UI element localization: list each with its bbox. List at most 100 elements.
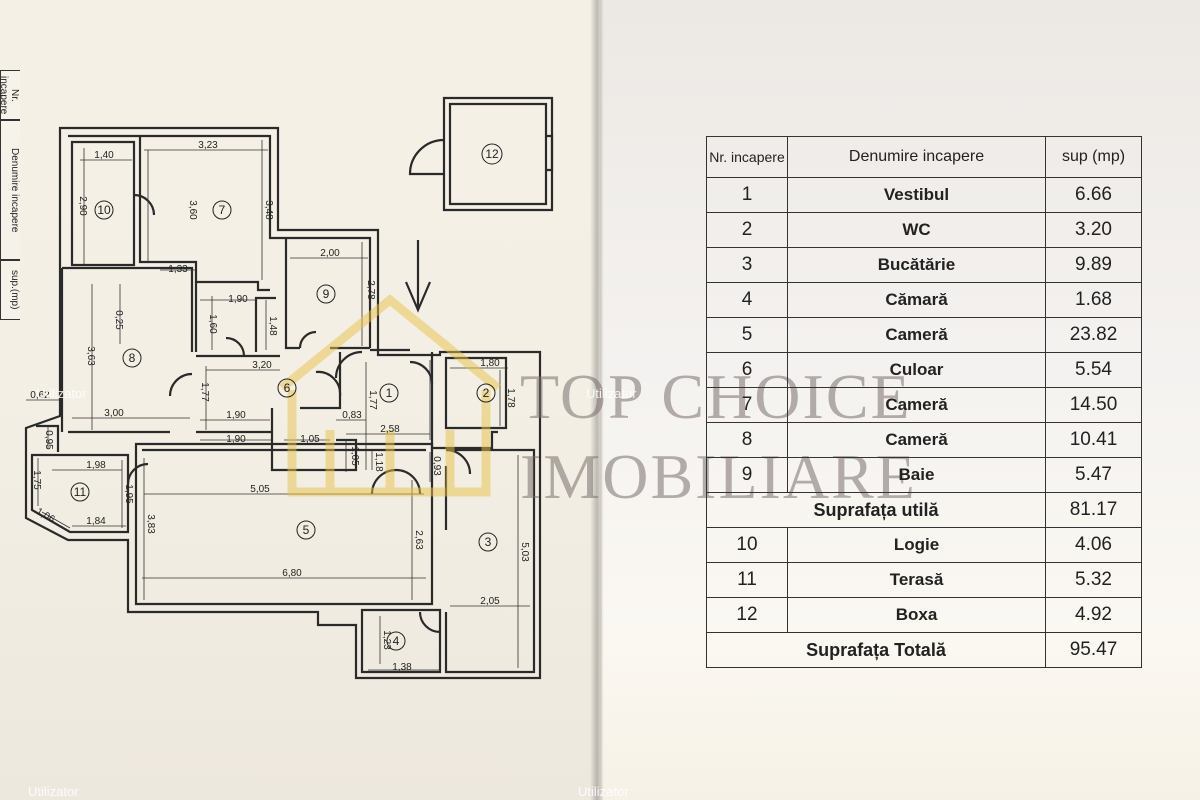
mini-header-area: sup.(mp) — [0, 260, 20, 320]
dimension-label: 1,38 — [392, 662, 412, 673]
dimension-label: 3,83 — [145, 514, 156, 534]
row-area: 10.41 — [1045, 422, 1142, 458]
row-area: 4.06 — [1045, 527, 1142, 563]
header-name: Denumire incapere — [787, 136, 1046, 178]
dimension-label: 5,05 — [250, 484, 270, 495]
room-area-table: Nr. incapere Denumire incapere sup (mp) … — [706, 136, 1142, 668]
table-header-row: Nr. incapere Denumire incapere sup (mp) — [706, 136, 1142, 178]
dimension-label: 1,23 — [381, 630, 392, 650]
subtotal-area: 81.17 — [1045, 492, 1142, 528]
row-nr: 4 — [706, 282, 788, 318]
dimension-label: 2,63 — [413, 530, 424, 550]
mini-table-header: Nr. incapere Denumire incapere sup.(mp) — [0, 70, 22, 320]
row-nr: 11 — [706, 562, 788, 598]
row-name: Culoar — [787, 352, 1046, 388]
room-number-label: 7 — [219, 203, 226, 217]
row-area: 3.20 — [1045, 212, 1142, 248]
row-nr: 5 — [706, 317, 788, 353]
room-number-label: 6 — [284, 381, 291, 395]
dimension-label: 3,23 — [198, 140, 218, 151]
room-number-label: 8 — [129, 351, 136, 365]
page-fold — [590, 0, 604, 800]
room-number-label: 12 — [485, 147, 499, 161]
subtotal-label: Suprafața utilă — [706, 492, 1046, 528]
dimension-label: 1,48 — [267, 316, 278, 336]
room-number-label: 3 — [485, 535, 492, 549]
row-area: 5.54 — [1045, 352, 1142, 388]
dimension-label: 1,75 — [31, 470, 42, 490]
logo-house-icon — [279, 294, 501, 497]
row-area: 9.89 — [1045, 247, 1142, 283]
watermark-user-label: Utilizator — [28, 784, 79, 799]
row-area: 4.92 — [1045, 597, 1142, 633]
dimension-label: 3,48 — [263, 200, 274, 220]
row-area: 6.66 — [1045, 177, 1142, 213]
dimension-label: 3,60 — [187, 200, 198, 220]
room-number-label: 9 — [323, 287, 330, 301]
dimension-label: 2,58 — [380, 424, 400, 435]
dimension-label: 2,05 — [480, 596, 500, 607]
row-name: Cămară — [787, 282, 1046, 318]
watermark-user-label: Utilizator — [36, 386, 87, 401]
row-nr: 2 — [706, 212, 788, 248]
total-row: Suprafața Totală 95.47 — [706, 632, 1142, 668]
dimension-label: 0,93 — [431, 456, 442, 476]
dimension-label: 3,20 — [252, 360, 272, 371]
header-nr: Nr. incapere — [706, 136, 788, 178]
dimension-label: 1,78 — [505, 388, 516, 408]
row-nr: 10 — [706, 527, 788, 563]
dimension-label: 1,80 — [480, 358, 500, 369]
row-name: Cameră — [787, 422, 1046, 458]
row-name: Boxa — [787, 597, 1046, 633]
dimension-label: 1,05 — [300, 434, 320, 445]
row-nr: 7 — [706, 387, 788, 423]
row-name: Cameră — [787, 387, 1046, 423]
total-label: Suprafața Totală — [706, 632, 1046, 668]
dimension-label: 1,95 — [123, 484, 134, 504]
row-area: 5.32 — [1045, 562, 1142, 598]
dimension-label: 1,33 — [168, 264, 188, 275]
room-number-label: 1 — [386, 386, 393, 400]
header-area: sup (mp) — [1045, 136, 1142, 178]
row-area: 1.68 — [1045, 282, 1142, 318]
dimension-label: 1,90 — [228, 294, 248, 305]
dimension-label: 1,84 — [86, 516, 106, 527]
row-nr: 6 — [706, 352, 788, 388]
dimension-label: 0,95 — [43, 430, 54, 450]
dimension-label: 1,90 — [226, 410, 246, 421]
total-area: 95.47 — [1045, 632, 1142, 668]
dimension-label: 1,05 — [349, 446, 360, 466]
row-area: 5.47 — [1045, 457, 1142, 493]
row-name: Bucătărie — [787, 247, 1046, 283]
watermark-user-label: Utilizator — [578, 784, 629, 799]
room-number-label: 4 — [393, 634, 400, 648]
row-name: Terasă — [787, 562, 1046, 598]
dimension-label: 6,80 — [282, 568, 302, 579]
subtotal-row: Suprafața utilă 81.17 — [706, 492, 1142, 528]
room-number-label: 11 — [74, 485, 87, 499]
dimension-label: 2,78 — [365, 280, 376, 300]
row-nr: 3 — [706, 247, 788, 283]
row-name: Logie — [787, 527, 1046, 563]
dimension-label: 1,60 — [207, 314, 218, 334]
dimension-label: 0,25 — [113, 310, 124, 330]
row-name: Vestibul — [787, 177, 1046, 213]
mini-header-nr: Nr. incapere — [0, 70, 20, 120]
mini-header-name: Denumire incapere — [0, 120, 20, 260]
dimension-label: 1,90 — [226, 434, 246, 445]
dimension-label: 3,00 — [104, 408, 124, 419]
room-number-label: 2 — [483, 386, 490, 400]
room-number-label: 10 — [97, 203, 111, 217]
room-number-label: 5 — [303, 523, 310, 537]
row-name: Baie — [787, 457, 1046, 493]
